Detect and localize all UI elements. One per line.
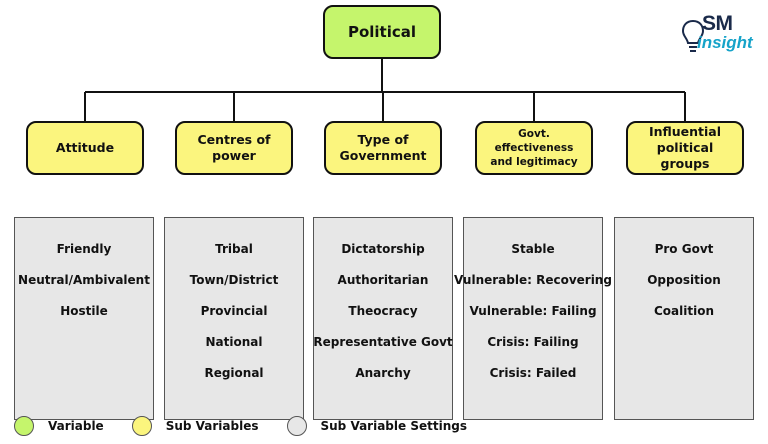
setting-item: Authoritarian [337, 273, 429, 287]
setting-item: National [205, 335, 263, 349]
settings-box-govt-effectiveness: Stable Vulnerable: Recovering Vulnerable… [454, 217, 612, 420]
setting-item: Dictatorship [341, 242, 425, 256]
setting-item: Vulnerable: Recovering [454, 273, 612, 287]
setting-item: Anarchy [355, 366, 411, 380]
setting-item: Vulnerable: Failing [469, 304, 597, 318]
setting-item: Representative Govt [313, 335, 453, 349]
settings-box-type-of-government: Dictatorship Authoritarian Theocracy Rep… [313, 217, 453, 420]
legend-item-sub-variable-settings: Sub Variable Settings [286, 416, 467, 436]
sub-node-label: Govt. effectiveness and legitimacy [490, 128, 578, 168]
setting-item: Neutral/Ambivalent [18, 273, 150, 287]
legend-item-variable: Variable [14, 416, 104, 436]
setting-item: Opposition [647, 273, 721, 287]
setting-item: Hostile [60, 304, 108, 318]
setting-item: Provincial [200, 304, 268, 318]
settings-box-attitude: Friendly Neutral/Ambivalent Hostile [14, 217, 154, 420]
setting-item: Tribal [215, 242, 253, 256]
legend-swatch-sub-variable-settings [286, 416, 307, 436]
setting-item: Town/District [189, 273, 279, 287]
legend-label: Variable [48, 419, 104, 433]
root-variable-node: Political [323, 5, 441, 59]
logo-insight-text: insight [697, 33, 753, 52]
settings-box-influential-groups: Pro Govt Opposition Coalition [614, 217, 754, 420]
sub-node-attitude: Attitude [26, 121, 144, 175]
setting-item: Regional [204, 366, 264, 380]
legend-label: Sub Variable Settings [320, 419, 467, 433]
setting-item: Stable [511, 242, 555, 256]
setting-item: Crisis: Failed [489, 366, 577, 380]
sub-node-label: Influential political groups [648, 124, 722, 171]
legend-item-sub-variables: Sub Variables [131, 416, 259, 436]
lightbulb-icon [682, 19, 704, 52]
legend-swatch-variable [14, 416, 34, 436]
setting-item: Coalition [653, 304, 714, 318]
sub-node-label: Attitude [55, 140, 115, 155]
setting-item: Crisis: Failing [487, 335, 579, 349]
legend: Variable Sub Variables Sub Variable Sett… [14, 413, 495, 439]
sub-node-label: Type of Government [339, 132, 427, 163]
sub-node-type-of-government: Type of Government [324, 121, 442, 175]
legend-label: Sub Variables [165, 419, 259, 433]
sub-node-govt-effectiveness: Govt. effectiveness and legitimacy [475, 121, 593, 175]
sub-node-influential-groups: Influential political groups [626, 121, 744, 175]
sm-insight-logo: SM insight [682, 12, 762, 62]
setting-item: Friendly [56, 242, 112, 256]
legend-swatch-sub-variables [131, 416, 152, 436]
setting-item: Theocracy [348, 304, 418, 318]
settings-box-centres-of-power: Tribal Town/District Provincial National… [164, 217, 304, 420]
sub-node-centres-of-power: Centres of power [175, 121, 293, 175]
sub-node-label: Centres of power [197, 132, 271, 163]
logo-sm-text: SM [702, 12, 733, 35]
root-label: Political [347, 23, 417, 41]
setting-item: Pro Govt [654, 242, 714, 256]
